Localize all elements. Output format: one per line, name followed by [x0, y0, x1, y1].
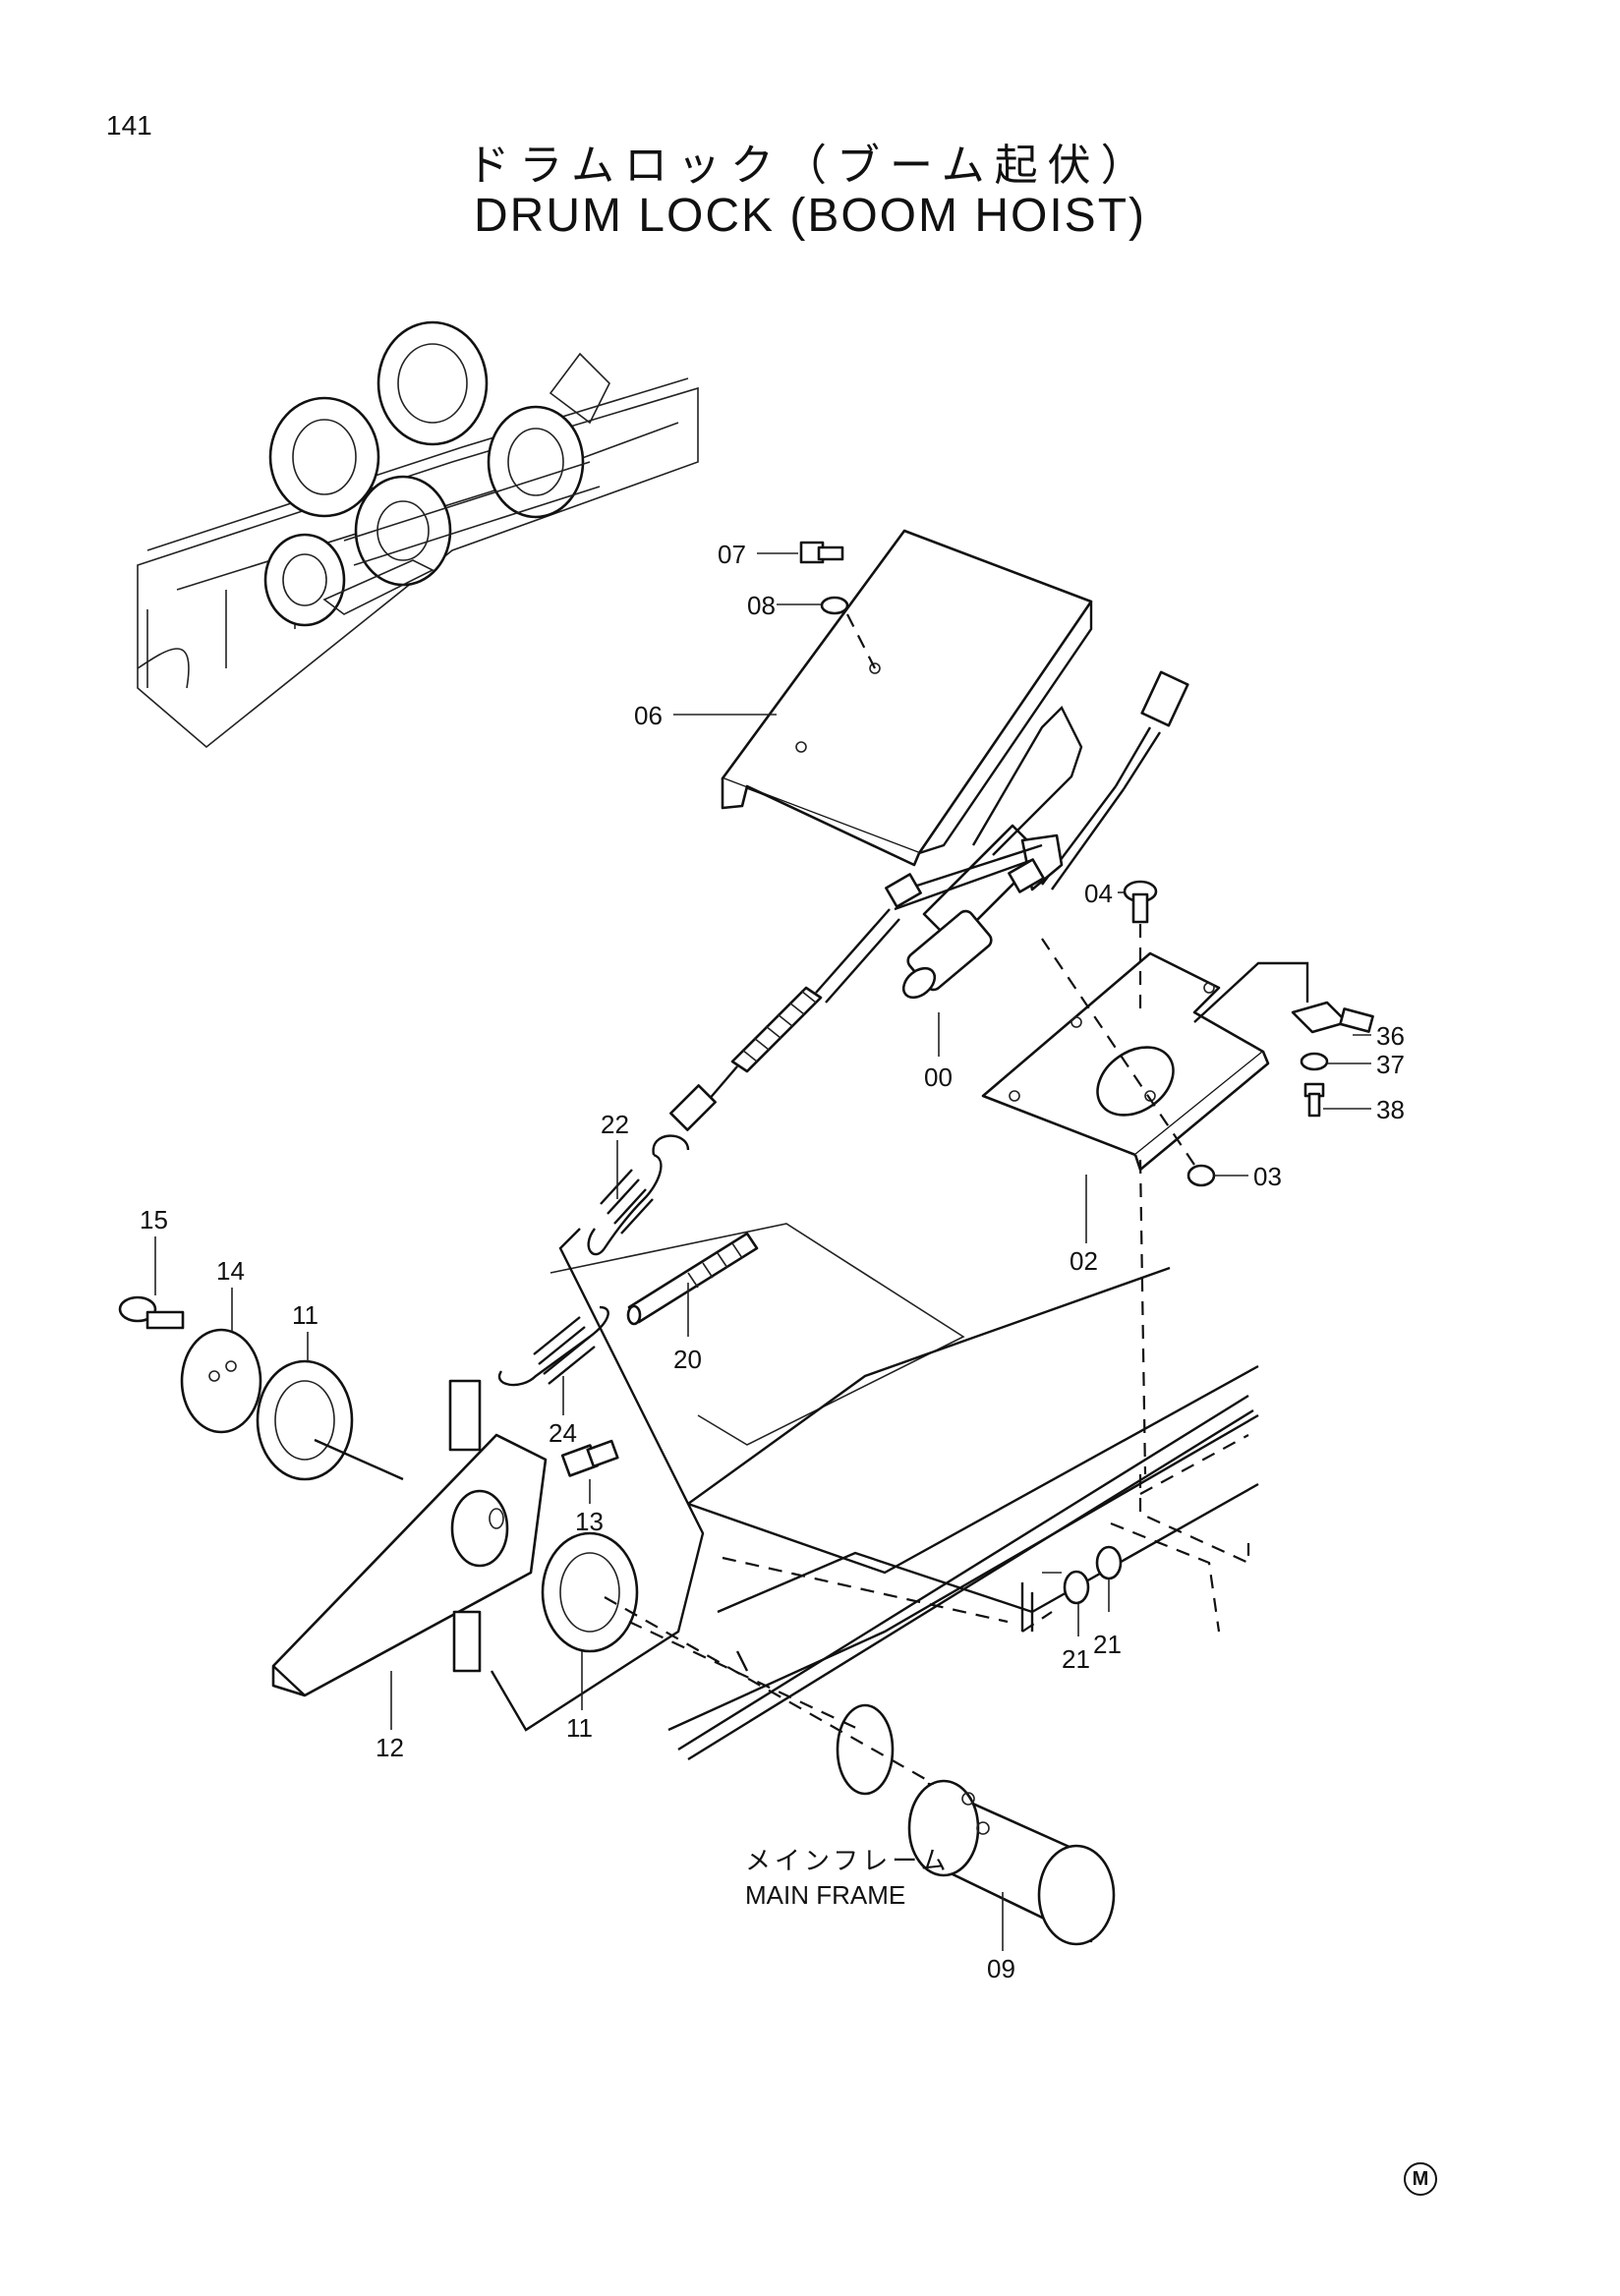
callout-04: 04 [1084, 879, 1113, 908]
callout-13: 13 [575, 1507, 604, 1536]
main-frame-outline [667, 1266, 1259, 1761]
callout-36: 36 [1376, 1021, 1405, 1051]
callout-15: 15 [140, 1205, 168, 1234]
callout-00: 00 [924, 1062, 953, 1092]
lever-part-12 [271, 1379, 548, 1697]
main-frame-label-english: MAIN FRAME [745, 1880, 905, 1910]
callout-12: 12 [376, 1733, 404, 1762]
hidden-lines [604, 1434, 1250, 1785]
fitting-part-13 [560, 1439, 619, 1477]
pin-part-09 [836, 1703, 1116, 1946]
m-mark-symbol: M [1404, 2162, 1437, 2196]
callout-07: 07 [718, 540, 746, 569]
callout-38: 38 [1376, 1095, 1405, 1124]
assembly-bracket-lines [490, 1228, 705, 1732]
cable-rod [669, 908, 900, 1131]
callout-11-lower: 11 [566, 1713, 593, 1743]
leader-lines [154, 552, 1371, 1951]
callout-14: 14 [216, 1256, 245, 1286]
bolt-part-15 [118, 1295, 185, 1330]
diagram-title-english: DRUM LOCK (BOOM HOIST) [473, 190, 1146, 242]
nut-part-21 [1020, 1545, 1123, 1632]
ring-part-11-left [256, 1359, 404, 1481]
callout-22: 22 [601, 1110, 629, 1139]
callout-37: 37 [1376, 1050, 1405, 1079]
callout-20: 20 [673, 1345, 702, 1374]
shaft-part-20 [626, 1232, 759, 1326]
callout-21-left: 21 [1062, 1644, 1090, 1674]
bracket-part-02 [981, 951, 1270, 1172]
connector-harness [1041, 670, 1189, 890]
bolt-part-07 [799, 541, 876, 669]
callout-24: 24 [549, 1418, 577, 1448]
bolt-part-04 [1123, 880, 1158, 1012]
cover-part-06 [721, 529, 1093, 867]
callout-09: 09 [987, 1954, 1015, 1983]
callout-11-upper: 11 [292, 1300, 318, 1330]
callout-03: 03 [1253, 1162, 1282, 1191]
drum-assembly-overview-illustration [137, 320, 699, 749]
actuator-part-00 [885, 705, 1083, 1000]
ring-part-11-right [541, 1531, 639, 1653]
clip-part-36 [1193, 961, 1374, 1118]
main-frame-label-japanese: メインフレーム [745, 1847, 950, 1876]
washer-part-14 [180, 1328, 262, 1434]
callout-06: 06 [634, 701, 663, 730]
guide-plate-outline [550, 1223, 965, 1446]
callout-02: 02 [1070, 1246, 1098, 1276]
spring-part-24 [497, 1305, 609, 1387]
callout-08: 08 [747, 591, 776, 620]
spring-part-22 [587, 1134, 690, 1256]
callout-21-right: 21 [1093, 1630, 1122, 1659]
page-number: 141 [106, 110, 152, 141]
diagram-title-japanese: ドラムロック（ブーム起伏） [466, 141, 1154, 191]
